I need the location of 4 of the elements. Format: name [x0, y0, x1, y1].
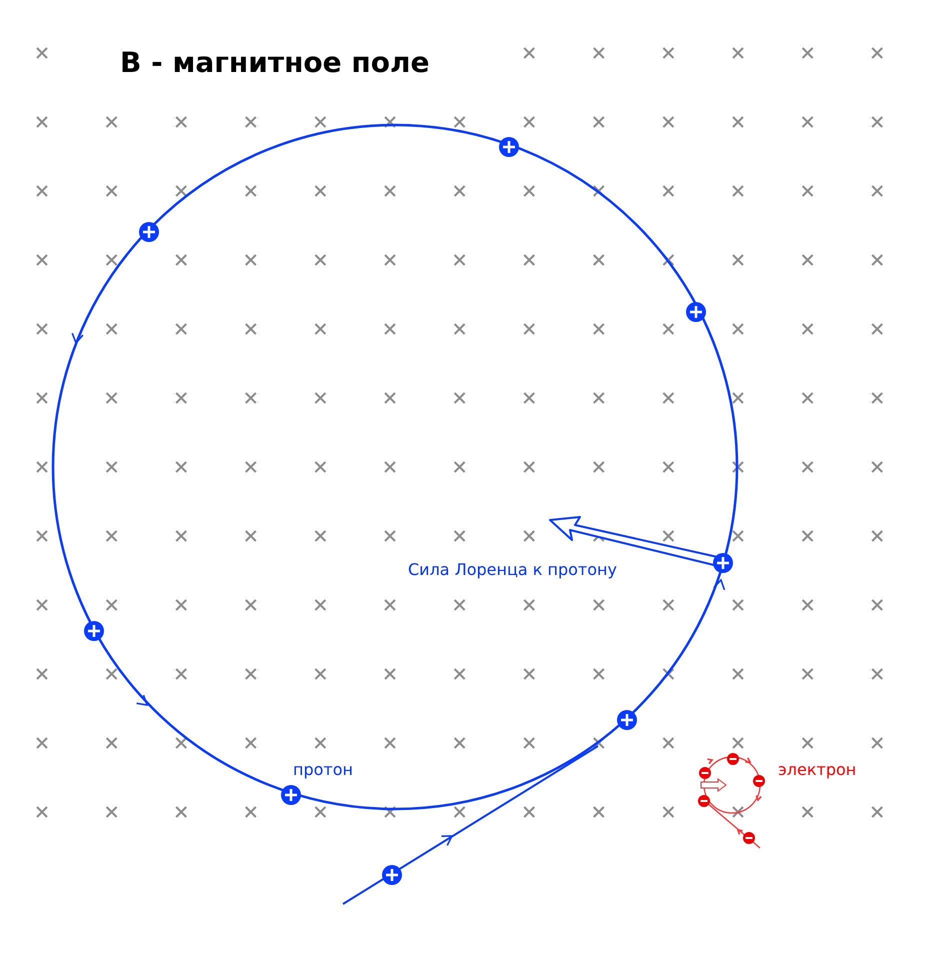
particle-label: протон — [293, 760, 353, 779]
particle-label: электрон — [778, 760, 856, 779]
diagram-title: B - магнитное поле — [120, 46, 430, 79]
force-label: Сила Лоренца к протону — [408, 560, 617, 579]
